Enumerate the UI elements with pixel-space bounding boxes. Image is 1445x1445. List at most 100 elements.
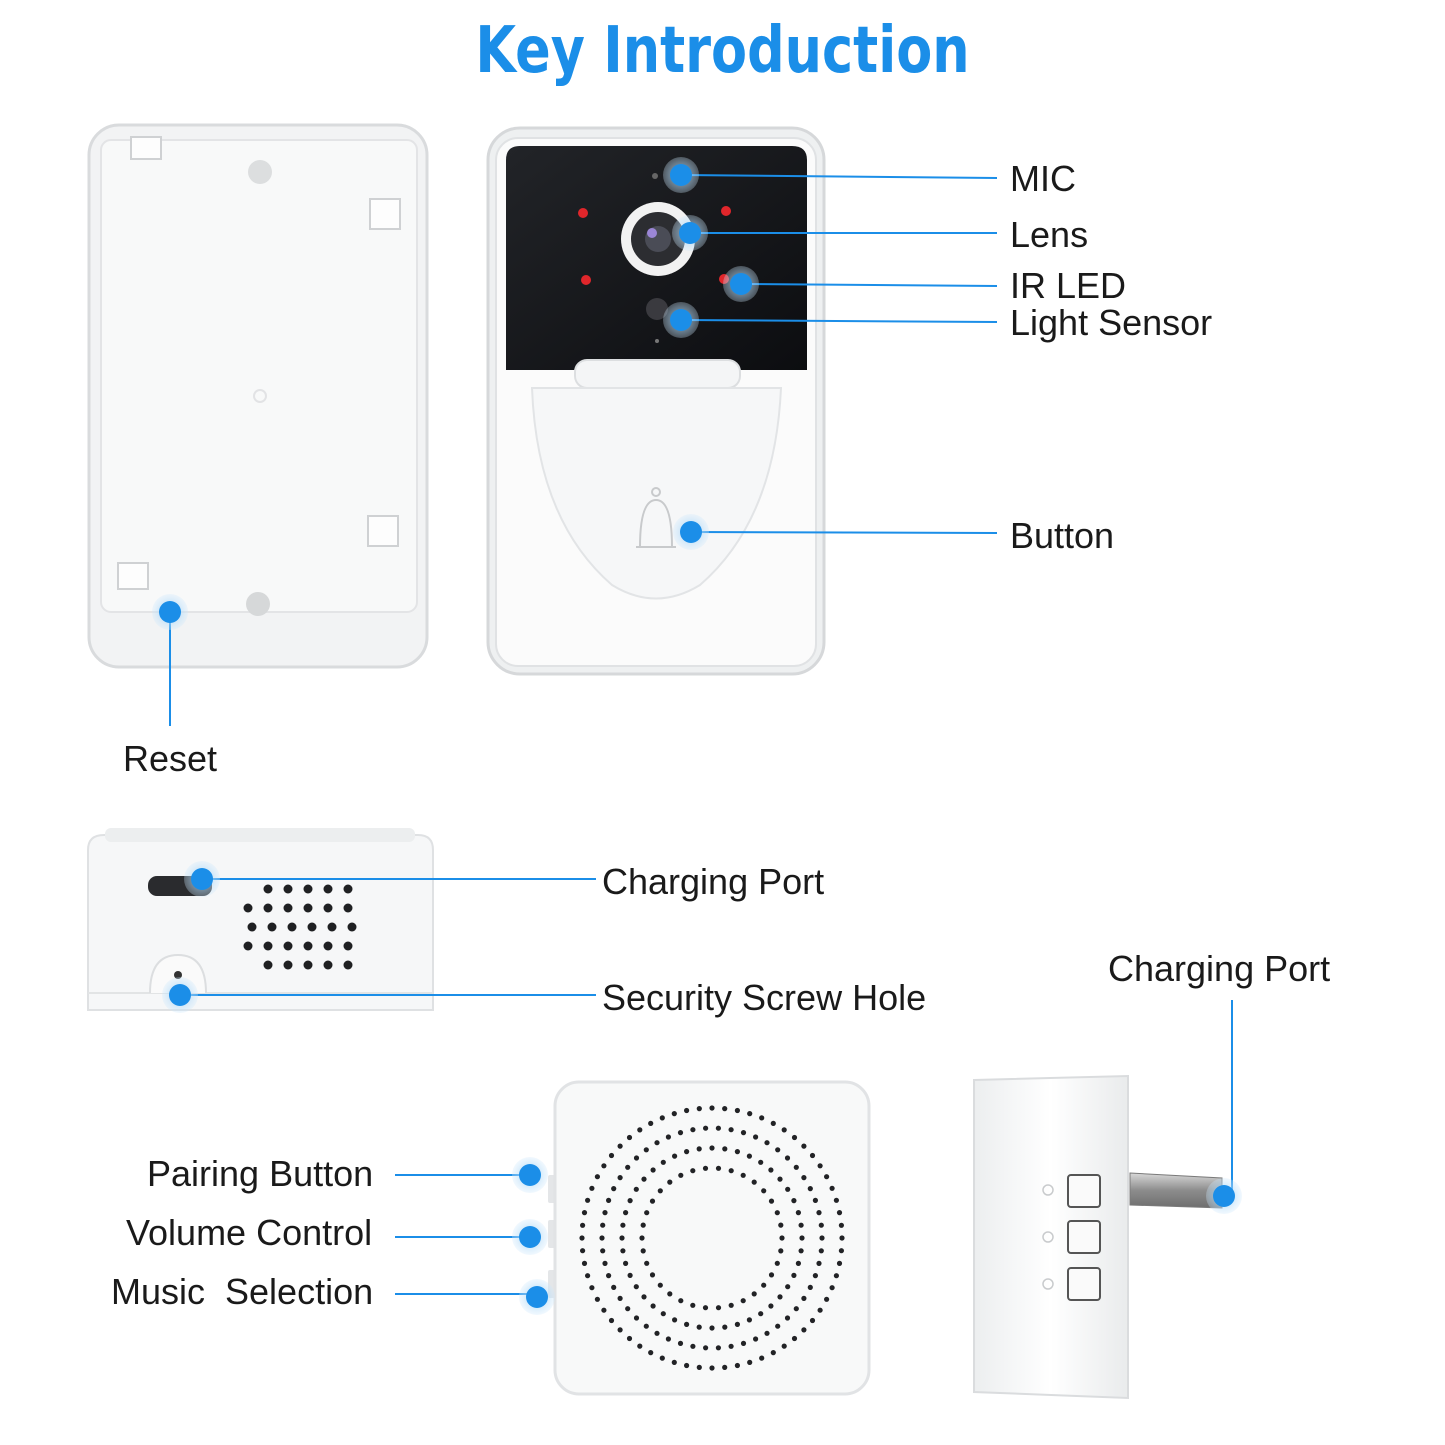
chime-grill-hole <box>746 1153 753 1159</box>
security-screw-hole-marker <box>162 977 198 1013</box>
chime-grill-hole <box>696 1364 702 1370</box>
chime-grill-hole <box>774 1260 780 1266</box>
chime-grill-hole <box>838 1248 845 1254</box>
charging-port-marker <box>184 861 220 897</box>
grill-hole <box>343 903 353 913</box>
page-title: Key Introduction <box>475 14 970 88</box>
chime-grill-hole <box>696 1146 702 1152</box>
chime-grill-hole <box>600 1222 606 1228</box>
chime-grill-hole <box>671 1111 677 1117</box>
chime-grill-hole <box>775 1323 781 1329</box>
chime-grill-hole <box>594 1174 601 1180</box>
grill-hole <box>283 941 293 951</box>
chime-grill-hole <box>747 1359 753 1365</box>
chime-grill-hole <box>640 1222 646 1228</box>
chime-grill-hole <box>722 1364 728 1370</box>
chime-grill-hole <box>801 1327 807 1333</box>
chime-grill-hole <box>722 1324 728 1330</box>
chime-grill-hole <box>715 1165 722 1171</box>
label-charging-port: Charging Port <box>602 861 825 902</box>
chime-grill-hole <box>625 1306 631 1312</box>
chime-grill-hole <box>579 1235 585 1241</box>
chime-grill-hole <box>627 1272 633 1278</box>
chime-grill-hole <box>715 1345 722 1351</box>
label-plug-charging-port: Charging Port <box>1108 948 1331 989</box>
label-light-sensor: Light Sensor <box>1010 302 1213 343</box>
chime-grill-hole <box>812 1273 819 1279</box>
chime-grill-hole <box>641 1176 647 1182</box>
chime-grill-hole <box>640 1248 646 1254</box>
chime-grill-hole <box>641 1294 647 1300</box>
chime-grill-hole <box>643 1147 649 1153</box>
chime-grill-hole <box>734 1362 741 1369</box>
chime-grill-hole <box>659 1115 665 1121</box>
chime-grill-hole <box>791 1272 797 1278</box>
chime-grill-hole <box>728 1168 734 1174</box>
chime-grill-hole <box>696 1106 702 1112</box>
grill-hole <box>263 941 273 951</box>
volume-control-marker <box>512 1219 548 1255</box>
chime-grill-hole <box>580 1248 586 1254</box>
chime-grill-hole <box>659 1355 665 1361</box>
chime-grill-hole <box>734 1321 741 1327</box>
chime-grill-hole <box>684 1362 690 1369</box>
chime-grill-hole <box>665 1336 672 1342</box>
label-music-selection: Music Selection <box>111 1271 374 1312</box>
chime-grill-hole <box>833 1273 840 1279</box>
grill-hole <box>283 903 293 913</box>
chime-grill-hole <box>709 1365 715 1371</box>
chime-grill-hole <box>657 1188 663 1194</box>
grill-hole <box>263 960 273 970</box>
light-sensor-marker <box>663 302 699 338</box>
chime-grill-hole <box>678 1298 684 1304</box>
plug-charging-port-marker <box>1206 1178 1242 1214</box>
chime-grill-hole <box>795 1260 802 1266</box>
chime-grill-hole <box>608 1317 615 1324</box>
chime-grill-hole <box>801 1295 807 1301</box>
chime-grill-hole <box>751 1179 757 1185</box>
chime-grill-hole <box>768 1303 774 1309</box>
chime-grill-hole <box>829 1185 835 1191</box>
label-security-screw-hole: Security Screw Hole <box>602 977 927 1018</box>
chime-grill-hole <box>807 1186 813 1192</box>
doorbell-front-view <box>486 126 826 676</box>
grill-hole <box>343 884 353 894</box>
chime-grill-hole <box>784 1155 791 1161</box>
chime-grill-hole <box>761 1188 767 1194</box>
chime-grill-hole <box>798 1222 804 1228</box>
grill-hole <box>303 960 313 970</box>
chime-grill-hole <box>798 1248 804 1254</box>
chime-grill-hole <box>715 1125 722 1131</box>
chime-grill-hole <box>753 1134 759 1140</box>
chime-grill-hole <box>824 1174 830 1180</box>
chime-grill-hole <box>633 1186 639 1192</box>
label-reset: Reset <box>123 738 218 779</box>
chime-grill-hole <box>795 1210 802 1216</box>
chime-front-view <box>548 1080 871 1396</box>
chime-grill-hole <box>623 1210 629 1216</box>
chime-grill-hole <box>778 1222 784 1228</box>
chime-grill-hole <box>650 1167 656 1173</box>
chime-grill-hole <box>801 1175 807 1181</box>
chime-grill-hole <box>585 1273 591 1279</box>
grill-hole <box>307 922 317 932</box>
chime-grill-hole <box>799 1235 805 1241</box>
chime-grill-hole <box>785 1284 791 1290</box>
grill-hole <box>263 884 273 894</box>
chime-grill-hole <box>637 1343 643 1349</box>
chime-grill-hole <box>654 1140 660 1146</box>
chime-grill-hole <box>684 1107 690 1114</box>
chime-grill-hole <box>672 1317 678 1323</box>
chime-grill-hole <box>660 1311 666 1317</box>
chime-grill-hole <box>637 1127 643 1133</box>
chime-grill-hole <box>633 1284 639 1290</box>
chime-grill-hole <box>722 1146 728 1152</box>
grill-hole <box>343 960 353 970</box>
chime-grill-hole <box>781 1127 787 1133</box>
chime-grill-hole <box>620 1248 626 1254</box>
chime-grill-hole <box>643 1323 649 1329</box>
chime-grill-hole <box>715 1305 722 1311</box>
chime-grill-hole <box>608 1152 615 1159</box>
chime-grill-hole <box>774 1210 780 1216</box>
